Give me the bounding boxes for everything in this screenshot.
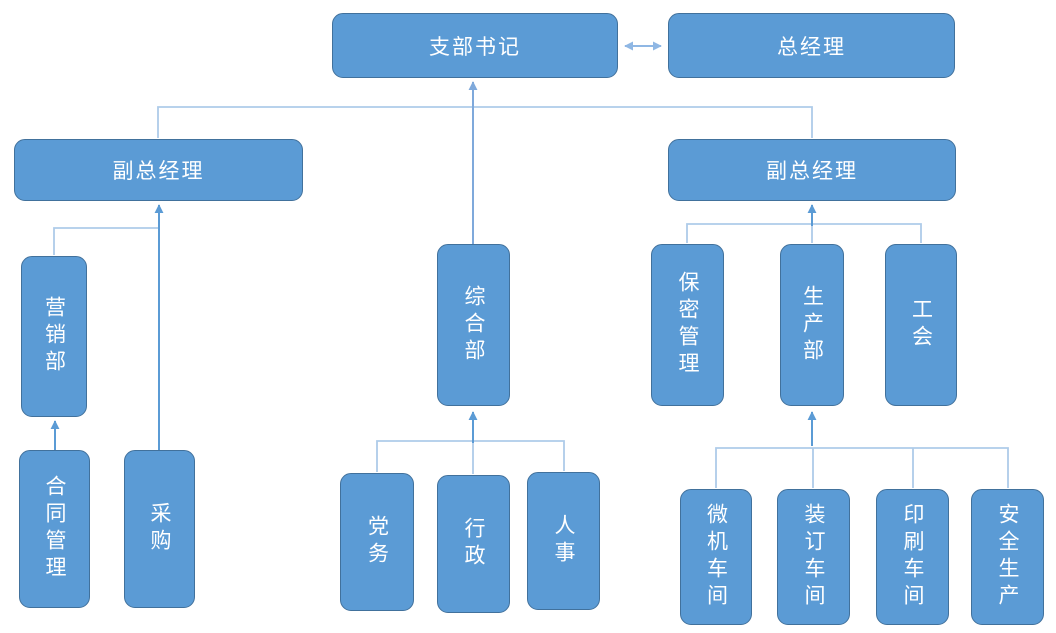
node-personnel-label: 人事 (552, 514, 576, 568)
node-printing-workshop-label: 印刷车间 (901, 503, 925, 611)
node-administration[interactable]: 行政 (437, 475, 510, 613)
node-contract-mgmt-label: 合同管理 (43, 475, 67, 583)
node-confidentiality-mgmt[interactable]: 保密管理 (651, 244, 724, 406)
node-binding-workshop-label: 装订车间 (802, 503, 826, 611)
node-safety-production-label: 安全生产 (996, 503, 1020, 611)
node-party-affairs[interactable]: 党务 (340, 473, 414, 611)
node-labor-union[interactable]: 工会 (885, 244, 957, 406)
node-computer-workshop-label: 微机车间 (704, 503, 729, 611)
node-contract-mgmt[interactable]: 合同管理 (19, 450, 90, 608)
node-labor-union-label: 工会 (909, 298, 934, 352)
node-deputy-gm-left-label: 副总经理 (112, 159, 205, 183)
node-procurement-label: 采购 (148, 502, 172, 556)
node-binding-workshop[interactable]: 装订车间 (777, 489, 850, 625)
node-printing-workshop[interactable]: 印刷车间 (876, 489, 949, 625)
elbow-marketing-to-deputy-left (53, 227, 158, 255)
node-marketing-dept-label: 营销部 (42, 296, 67, 377)
node-production-dept[interactable]: 生产部 (780, 244, 844, 406)
node-general-manager-label: 总经理 (777, 34, 846, 59)
elbow-right-children (686, 223, 922, 243)
node-deputy-gm-right-label: 副总经理 (766, 159, 858, 183)
node-administration-label: 行政 (462, 517, 486, 571)
node-party-affairs-label: 党务 (365, 515, 390, 569)
node-procurement[interactable]: 采购 (124, 450, 195, 608)
node-deputy-gm-right[interactable]: 副总经理 (668, 139, 956, 201)
elbow-workshop-children (715, 447, 1009, 488)
elbow-center-children (376, 440, 565, 472)
node-safety-production[interactable]: 安全生产 (971, 489, 1044, 625)
node-branch-secretary[interactable]: 支部书记 (332, 13, 618, 78)
node-general-affairs-dept-label: 综合部 (462, 284, 486, 366)
node-general-manager[interactable]: 总经理 (668, 13, 955, 78)
node-personnel[interactable]: 人事 (527, 472, 600, 610)
node-marketing-dept[interactable]: 营销部 (21, 256, 87, 417)
node-production-dept-label: 生产部 (800, 284, 825, 366)
node-confidentiality-mgmt-label: 保密管理 (676, 271, 700, 379)
node-general-affairs-dept[interactable]: 综合部 (437, 244, 510, 406)
node-computer-workshop[interactable]: 微机车间 (680, 489, 752, 625)
node-deputy-gm-left[interactable]: 副总经理 (14, 139, 303, 201)
elbow-deputies-to-secretary (157, 106, 813, 138)
node-branch-secretary-label: 支部书记 (429, 34, 521, 59)
